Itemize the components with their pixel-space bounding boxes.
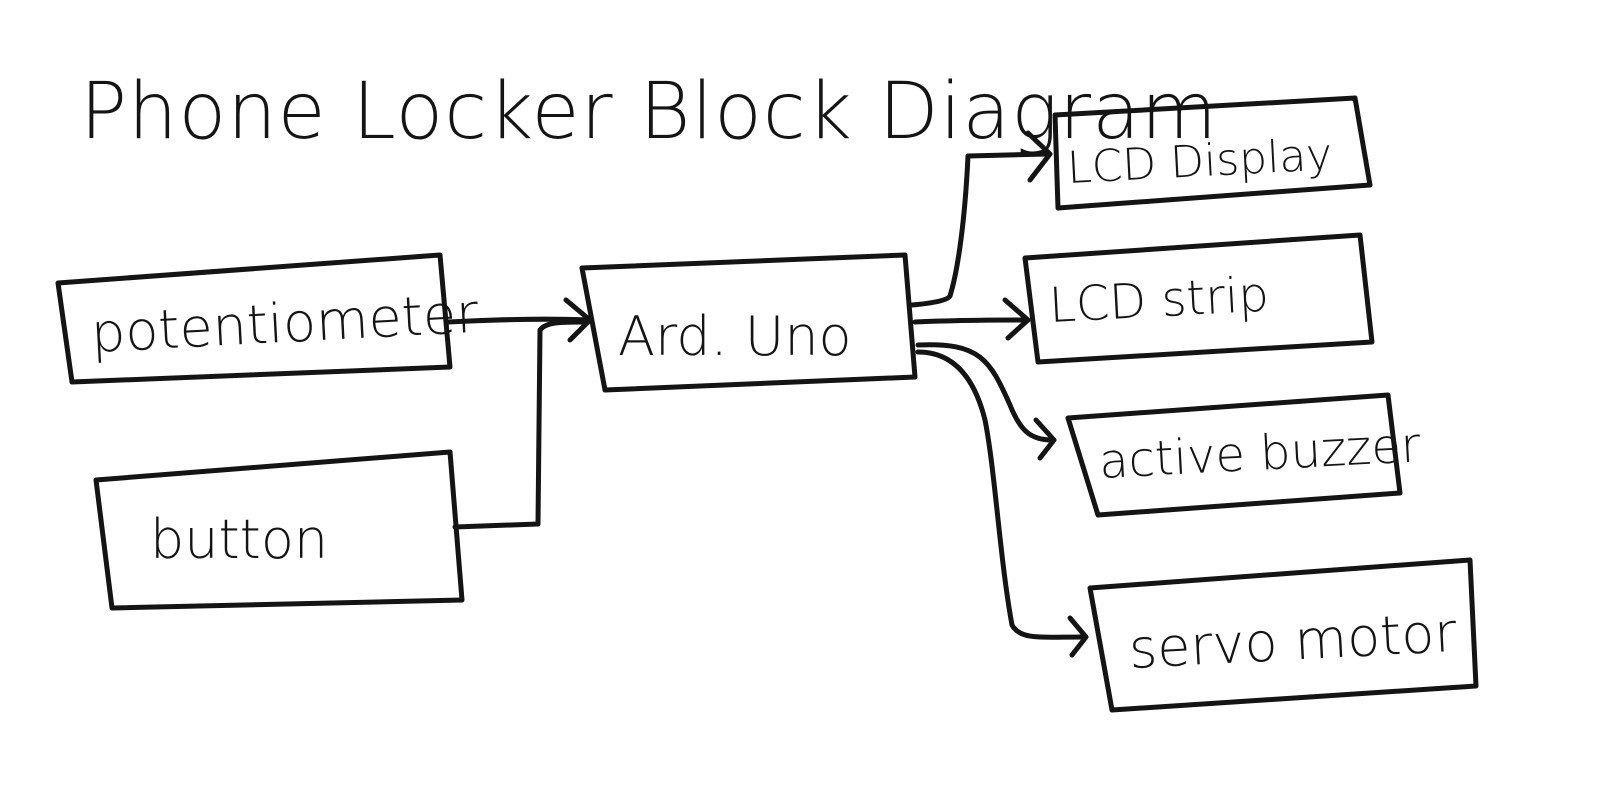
block-servo-motor-label: servo motor xyxy=(1127,601,1458,681)
arrow-arduino-to-servo-motor xyxy=(915,349,1089,658)
block-led-strip: LCD strip xyxy=(1022,232,1375,365)
block-led-strip-label: LCD strip xyxy=(1048,267,1270,334)
arrow-potentiometer-to-arduino xyxy=(445,297,593,343)
block-arduino-uno-label: Ard. Uno xyxy=(618,305,852,368)
arrowhead-icon xyxy=(1025,130,1053,183)
block-arduino-uno: Ard. Uno xyxy=(579,252,918,393)
block-active-buzzer-label: active buzzer xyxy=(1098,417,1422,490)
arrowhead-icon xyxy=(1002,297,1031,341)
block-button: button xyxy=(93,449,465,611)
arrowhead-icon xyxy=(1033,417,1057,461)
arrowhead-icon xyxy=(1067,615,1089,658)
block-active-buzzer: active buzzer xyxy=(1065,392,1422,518)
arrow-arduino-to-active-buzzer xyxy=(915,342,1057,461)
block-button-label: button xyxy=(150,508,328,571)
arrow-arduino-to-lcd-display xyxy=(909,130,1053,308)
arrow-arduino-to-led-strip xyxy=(912,297,1031,341)
arrow-button-to-arduino xyxy=(452,319,589,530)
block-potentiometer-label: potentiometer xyxy=(89,282,480,365)
arrowhead-icon xyxy=(563,297,593,343)
diagram-title: Phone Locker Block Diagram xyxy=(80,67,1218,157)
block-potentiometer: potentiometer xyxy=(55,252,481,385)
block-servo-motor: servo motor xyxy=(1087,557,1479,713)
